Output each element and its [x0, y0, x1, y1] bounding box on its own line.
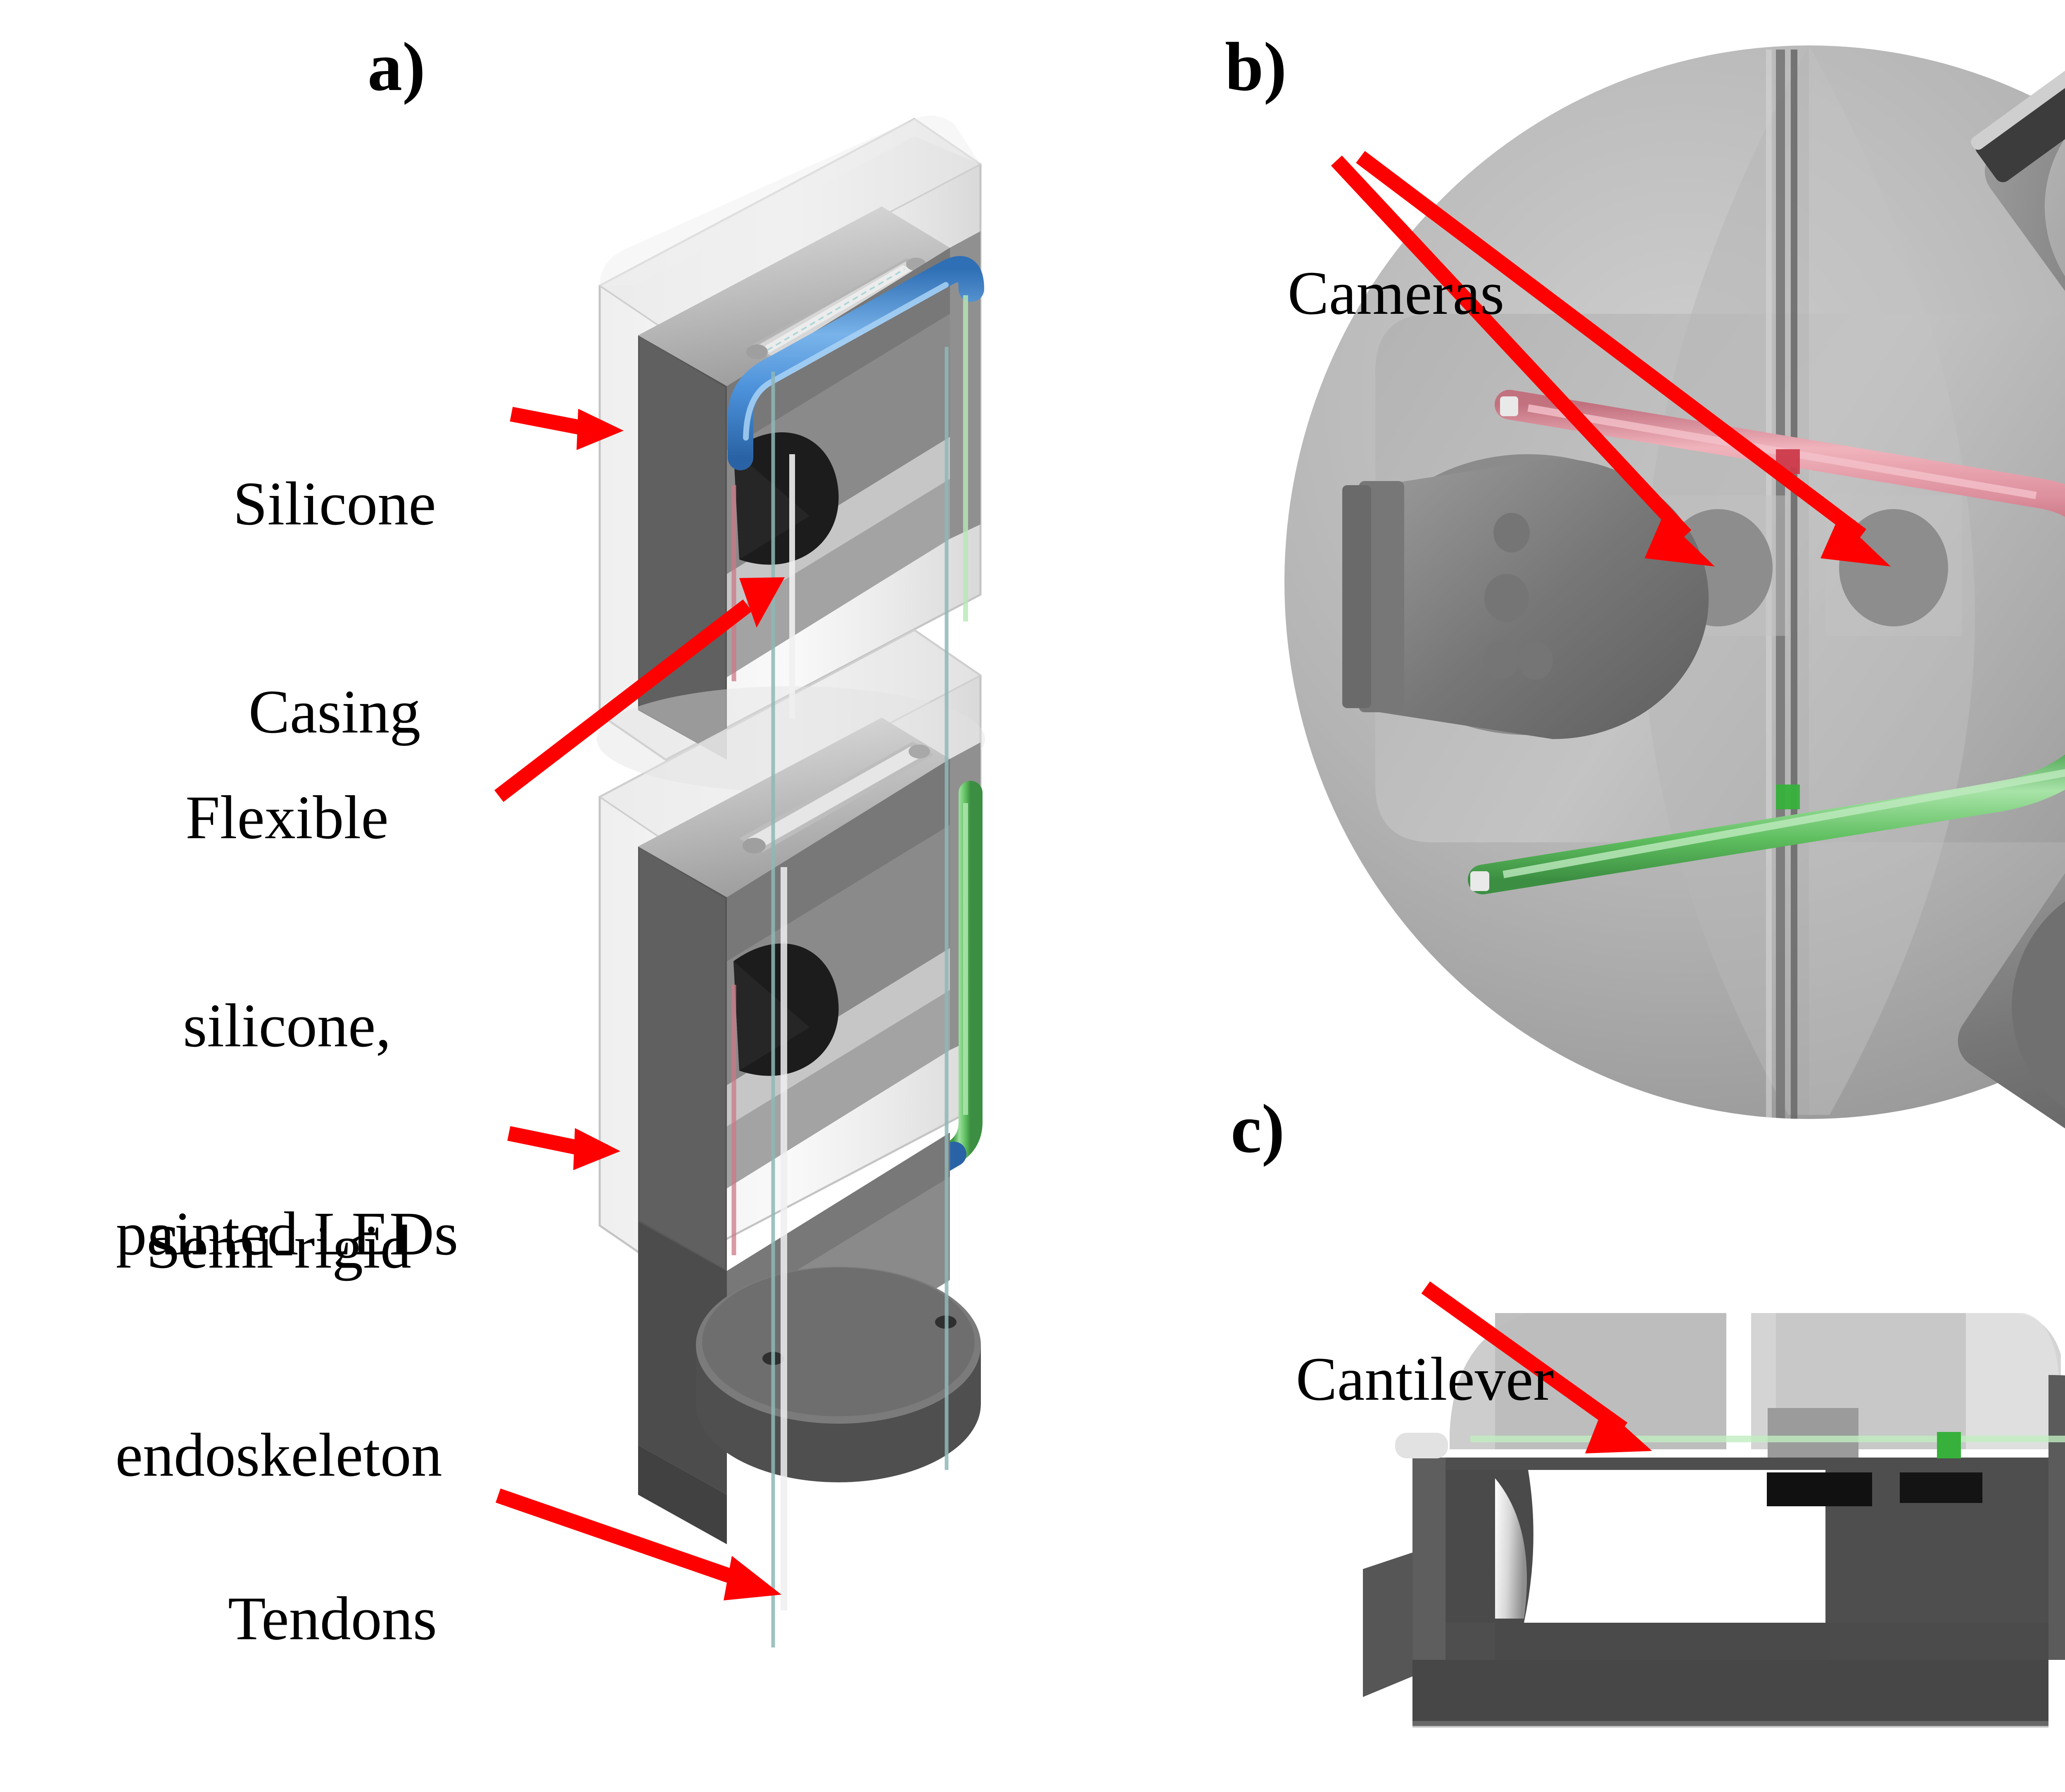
label-silicone-casing-line1: Silicone — [233, 469, 436, 538]
label-semi-rigid-line1: Semi-rigid — [146, 1213, 411, 1281]
endoskeleton-upper — [638, 206, 980, 760]
label-cantilever-line1: Cantilever — [1296, 1345, 1554, 1413]
label-tendons-line1: Tendons — [228, 1584, 437, 1653]
label-silicone-casing-line2: Casing — [248, 678, 421, 746]
label-flexible-silicone-line1: Flexible — [185, 783, 389, 852]
arrow-flexible-silicone — [494, 577, 785, 802]
label-cantilever: Cantilever — [1239, 1206, 1611, 1553]
arrow-semi-rigid — [507, 1126, 620, 1170]
arrow-silicone-casing — [510, 407, 624, 450]
panel-letter-a: a) — [368, 28, 425, 105]
camera-lens-2 — [1839, 509, 1948, 626]
arrow-cantilever — [1421, 1281, 1652, 1453]
panel-letter-c: c) — [1231, 1090, 1285, 1167]
actuator-module-top-right — [1971, 0, 2065, 394]
label-flexible-silicone-line2: silicone, — [183, 991, 392, 1060]
label-flexible-silicone-line3: painted LEDs — [116, 1199, 458, 1268]
cable-green — [1468, 754, 2065, 894]
label-flexible-silicone: Flexible silicone, painted LEDs — [62, 644, 512, 1407]
arrow-tendons — [496, 1488, 781, 1600]
label-silicone-casing: Silicone Casing — [157, 330, 512, 885]
panel-letter-b: b) — [1225, 28, 1287, 105]
panel-a-cad — [597, 116, 985, 1647]
label-cameras: Cameras — [1222, 120, 1569, 467]
cable-pink — [1495, 390, 2065, 517]
label-semi-rigid-line2: endoskeleton — [115, 1421, 442, 1489]
panel-c-cad — [1363, 1313, 2065, 1728]
actuator-module-left — [1342, 454, 1709, 739]
arrow-camera-right — [1356, 151, 1891, 567]
label-tendons: Tendons — [169, 1445, 496, 1792]
actuator-module-bottom-right — [1958, 820, 2065, 1185]
label-cameras-line1: Cameras — [1287, 259, 1505, 327]
label-semi-rigid-endoskeleton: Semi-rigid endoskeleton — [45, 1074, 512, 1628]
arrow-camera-left — [1331, 155, 1715, 567]
